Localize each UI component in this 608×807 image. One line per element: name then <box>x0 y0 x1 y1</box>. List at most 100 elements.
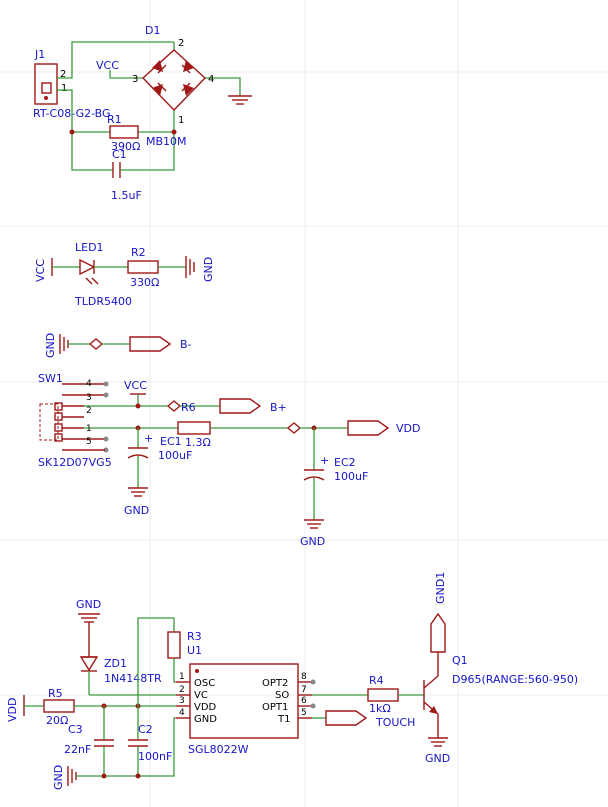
u1-osc: OSC <box>194 678 215 689</box>
ec2-plus: + <box>320 454 329 467</box>
sw1-pin5: 5 <box>86 437 92 447</box>
bminus-gnd: GND <box>44 333 57 358</box>
r2-resistor <box>127 260 159 274</box>
sw1-pin1: 1 <box>86 424 92 434</box>
bridge-part: MB10M <box>146 135 187 148</box>
u1-part: SGL8022W <box>188 743 249 756</box>
r3-resistor <box>167 631 181 659</box>
q1-gnd1: GND1 <box>434 572 447 604</box>
j1-connector-inner <box>41 82 52 94</box>
q1-part: D965(RANGE:560-950) <box>452 673 578 686</box>
c2-ref: C2 <box>138 723 153 736</box>
q1-gnd: GND <box>425 752 450 765</box>
bridge-ref: D1 <box>145 24 160 37</box>
gnd1-port <box>430 612 446 653</box>
u1-pin6: 6 <box>301 696 307 706</box>
led-vcc: VCC <box>34 259 47 282</box>
u1-pin7: 7 <box>301 685 307 695</box>
ec2-value: 100uF <box>334 470 368 483</box>
sw1-ref: SW1 <box>38 372 63 385</box>
led-gnd: GND <box>202 257 215 282</box>
r5-resistor <box>43 699 75 713</box>
u1-ref: U1 <box>187 644 202 657</box>
r6-resistor <box>177 421 211 435</box>
r6-value: 1.3Ω <box>185 436 211 449</box>
ec1-ref: EC1 <box>160 435 182 448</box>
bridge-pin1: 1 <box>178 115 184 126</box>
touch-port <box>325 710 368 726</box>
led-section: VCC GND LED1 TLDR5400 R2 330Ω <box>34 241 215 308</box>
ec2-ref: EC2 <box>334 456 356 469</box>
r5-value: 20Ω <box>46 714 68 727</box>
sw1-pin2: 2 <box>86 406 92 416</box>
bminus-label: B- <box>180 338 192 351</box>
u1-pin2: 2 <box>179 685 185 695</box>
u1-vc: VC <box>194 690 208 701</box>
u1-pin3: 3 <box>179 696 185 706</box>
bplus-label: B+ <box>270 401 287 414</box>
r4-ref: R4 <box>369 674 384 687</box>
c3-value: 22nF <box>64 743 91 756</box>
ec1-plus: + <box>144 432 153 445</box>
bridge-pin4: 4 <box>208 74 214 85</box>
zd1-gnd: GND <box>76 598 101 611</box>
c1-ref: C1 <box>112 148 127 161</box>
led1-ref: LED1 <box>75 241 104 254</box>
switch-section: SW1 4 3 2 1 5 SK12D07VG5 VCC <box>38 372 420 548</box>
c1-value: 1.5uF <box>111 189 142 202</box>
r1-ref: R1 <box>107 113 122 126</box>
ec1-gnd: GND <box>124 504 149 517</box>
sw1-part: SK12D07VG5 <box>38 456 112 469</box>
r5-ref: R5 <box>48 687 63 700</box>
u1-pin1: 1 <box>179 672 185 682</box>
touch-label: TOUCH <box>375 716 415 729</box>
u1-gnd: GND <box>194 714 217 725</box>
bminus-section: GND B- <box>44 333 192 358</box>
led1-diode <box>79 258 96 276</box>
c3-ref: C3 <box>68 723 83 736</box>
touch-ic-section: GND ZD1 1N4148TR VDD R5 20Ω R3 U1 <box>6 572 578 790</box>
u1-vdd: VDD <box>194 702 217 713</box>
r2-value: 330Ω <box>130 276 159 289</box>
bridge-section: J1 2 1 RT-C08-G2-BG D1 2 3 4 1 MB10M VCC <box>33 24 252 202</box>
r4-value: 1kΩ <box>369 702 391 715</box>
j1-pin2: 2 <box>60 69 66 80</box>
sw1-body <box>39 403 59 441</box>
ground-symbol <box>228 95 252 105</box>
u1-opt1: OPT1 <box>262 702 288 713</box>
zd1-part: 1N4148TR <box>104 672 162 685</box>
ec2-gnd: GND <box>300 535 325 548</box>
led1-part: TLDR5400 <box>74 295 132 308</box>
zd1-ref: ZD1 <box>104 657 127 670</box>
r1-resistor <box>109 125 139 139</box>
bminus-port <box>129 336 172 352</box>
u1-opt2: OPT2 <box>262 678 288 689</box>
r2-ref: R2 <box>131 246 146 259</box>
r6-ref: R6 <box>181 401 196 414</box>
j1-connector-body <box>34 63 58 105</box>
bridge-vcc: VCC <box>96 59 119 72</box>
sw1-pin3: 3 <box>86 393 92 403</box>
vdd-port-label: VDD <box>396 422 420 435</box>
vdd-port <box>347 420 390 436</box>
r3-ref: R3 <box>187 630 202 643</box>
u1-t1: T1 <box>277 714 290 725</box>
bridge-pin2: 2 <box>178 38 184 49</box>
u1-chip-body <box>189 663 299 739</box>
bplus-port <box>219 398 262 414</box>
r1-value: 390Ω <box>111 140 140 153</box>
u1-so: SO <box>275 690 289 701</box>
vdd-left-label: VDD <box>6 698 19 722</box>
u1-pin4: 4 <box>179 708 185 718</box>
c2-value: 100nF <box>138 750 172 763</box>
bridge-pin3: 3 <box>132 74 138 85</box>
j1-ref: J1 <box>34 48 45 61</box>
u1-pin5: 5 <box>301 708 307 718</box>
sw1-pin4: 4 <box>86 379 92 389</box>
bridge-outline <box>141 49 207 112</box>
ec1-value: 100uF <box>158 449 192 462</box>
q1-ref: Q1 <box>452 654 468 667</box>
zd1-diode <box>79 656 99 672</box>
vcc-mid-label: VCC <box>124 379 147 392</box>
